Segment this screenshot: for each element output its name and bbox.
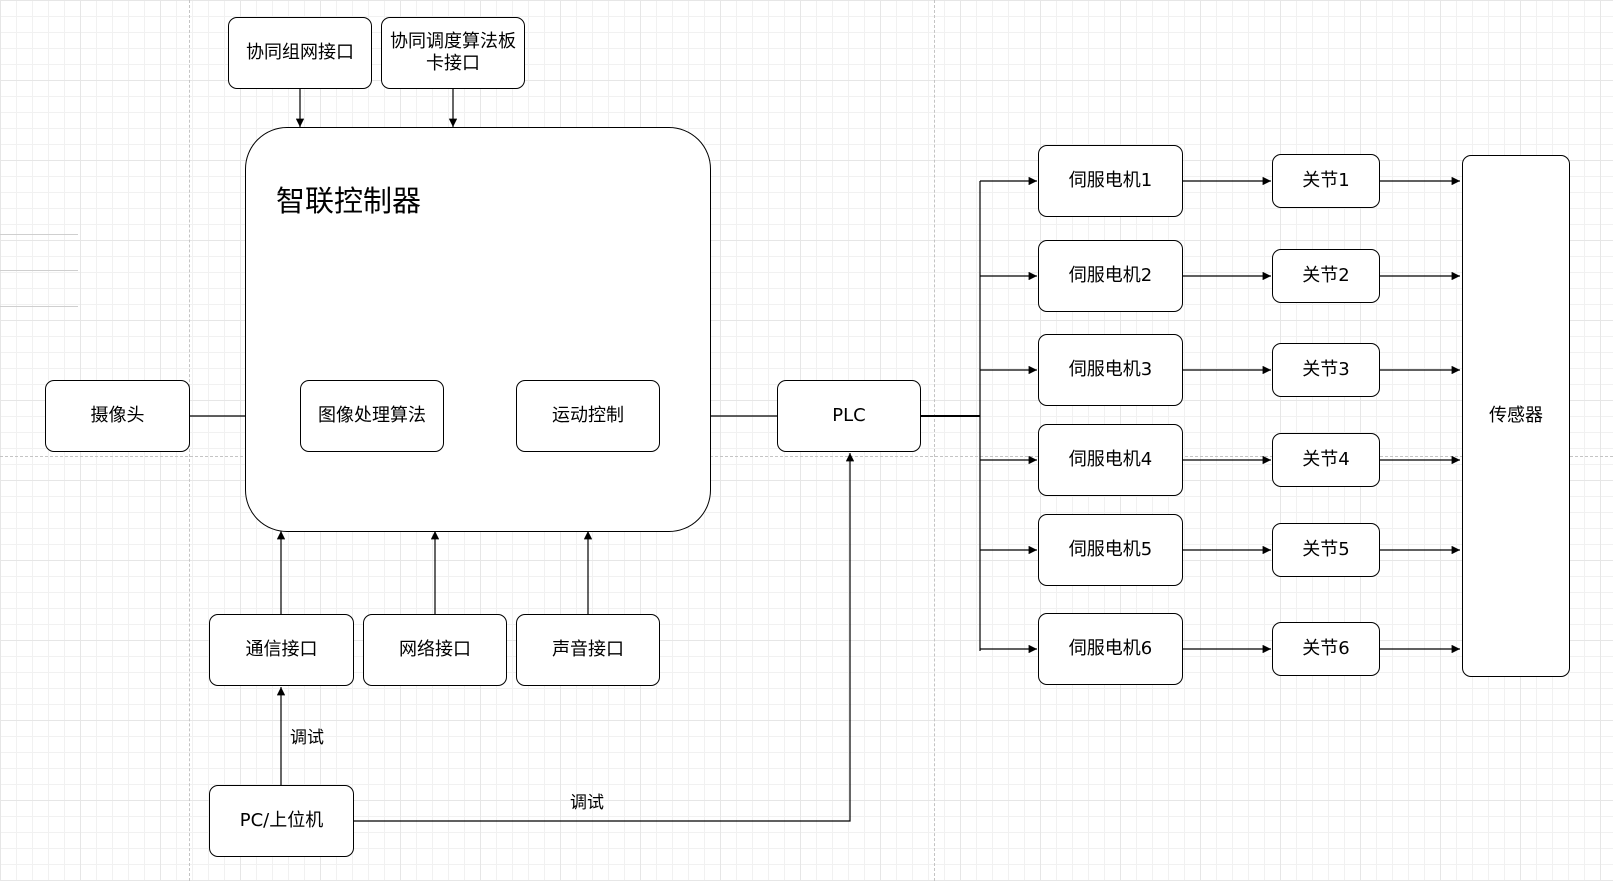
servo-motor-node[interactable]: 伺服电机4 xyxy=(1038,424,1183,496)
communication-interface-node[interactable]: 通信接口 xyxy=(209,614,354,686)
controller-title: 智联控制器 xyxy=(276,184,422,218)
page-break-guide-horizontal xyxy=(0,456,1613,457)
joint-node[interactable]: 关节2 xyxy=(1272,249,1380,303)
joint-node[interactable]: 关节4 xyxy=(1272,433,1380,487)
camera-node[interactable]: 摄像头 xyxy=(45,380,190,452)
cooperative-scheduling-interface-node[interactable]: 协同调度算法板卡接口 xyxy=(381,17,525,89)
image-processing-node[interactable]: 图像处理算法 xyxy=(300,380,444,452)
edge-stub xyxy=(0,234,78,235)
edge-stub xyxy=(0,270,78,271)
servo-motor-node[interactable]: 伺服电机5 xyxy=(1038,514,1183,586)
joint-node[interactable]: 关节3 xyxy=(1272,343,1380,397)
sensor-node[interactable]: 传感器 xyxy=(1462,155,1570,677)
controller-container[interactable]: 智联控制器 xyxy=(245,127,711,532)
debug-label-comm: 调试 xyxy=(290,728,324,748)
network-interface-node[interactable]: 网络接口 xyxy=(363,614,507,686)
debug-label-plc: 调试 xyxy=(570,793,604,813)
audio-interface-node[interactable]: 声音接口 xyxy=(516,614,660,686)
edge-pc-to-plc xyxy=(354,453,855,822)
servo-motor-node[interactable]: 伺服电机6 xyxy=(1038,613,1183,685)
pc-host-node[interactable]: PC/上位机 xyxy=(209,785,354,857)
joint-node[interactable]: 关节5 xyxy=(1272,523,1380,577)
servo-motor-node[interactable]: 伺服电机1 xyxy=(1038,145,1183,217)
joint-node[interactable]: 关节6 xyxy=(1272,622,1380,676)
servo-motor-node[interactable]: 伺服电机3 xyxy=(1038,334,1183,406)
edge-stub xyxy=(0,306,78,307)
page-break-guide-right xyxy=(934,0,935,881)
plc-node[interactable]: PLC xyxy=(777,380,921,452)
cooperative-network-interface-node[interactable]: 协同组网接口 xyxy=(228,17,372,89)
joint-node[interactable]: 关节1 xyxy=(1272,154,1380,208)
servo-motor-node[interactable]: 伺服电机2 xyxy=(1038,240,1183,312)
motion-control-node[interactable]: 运动控制 xyxy=(516,380,660,452)
